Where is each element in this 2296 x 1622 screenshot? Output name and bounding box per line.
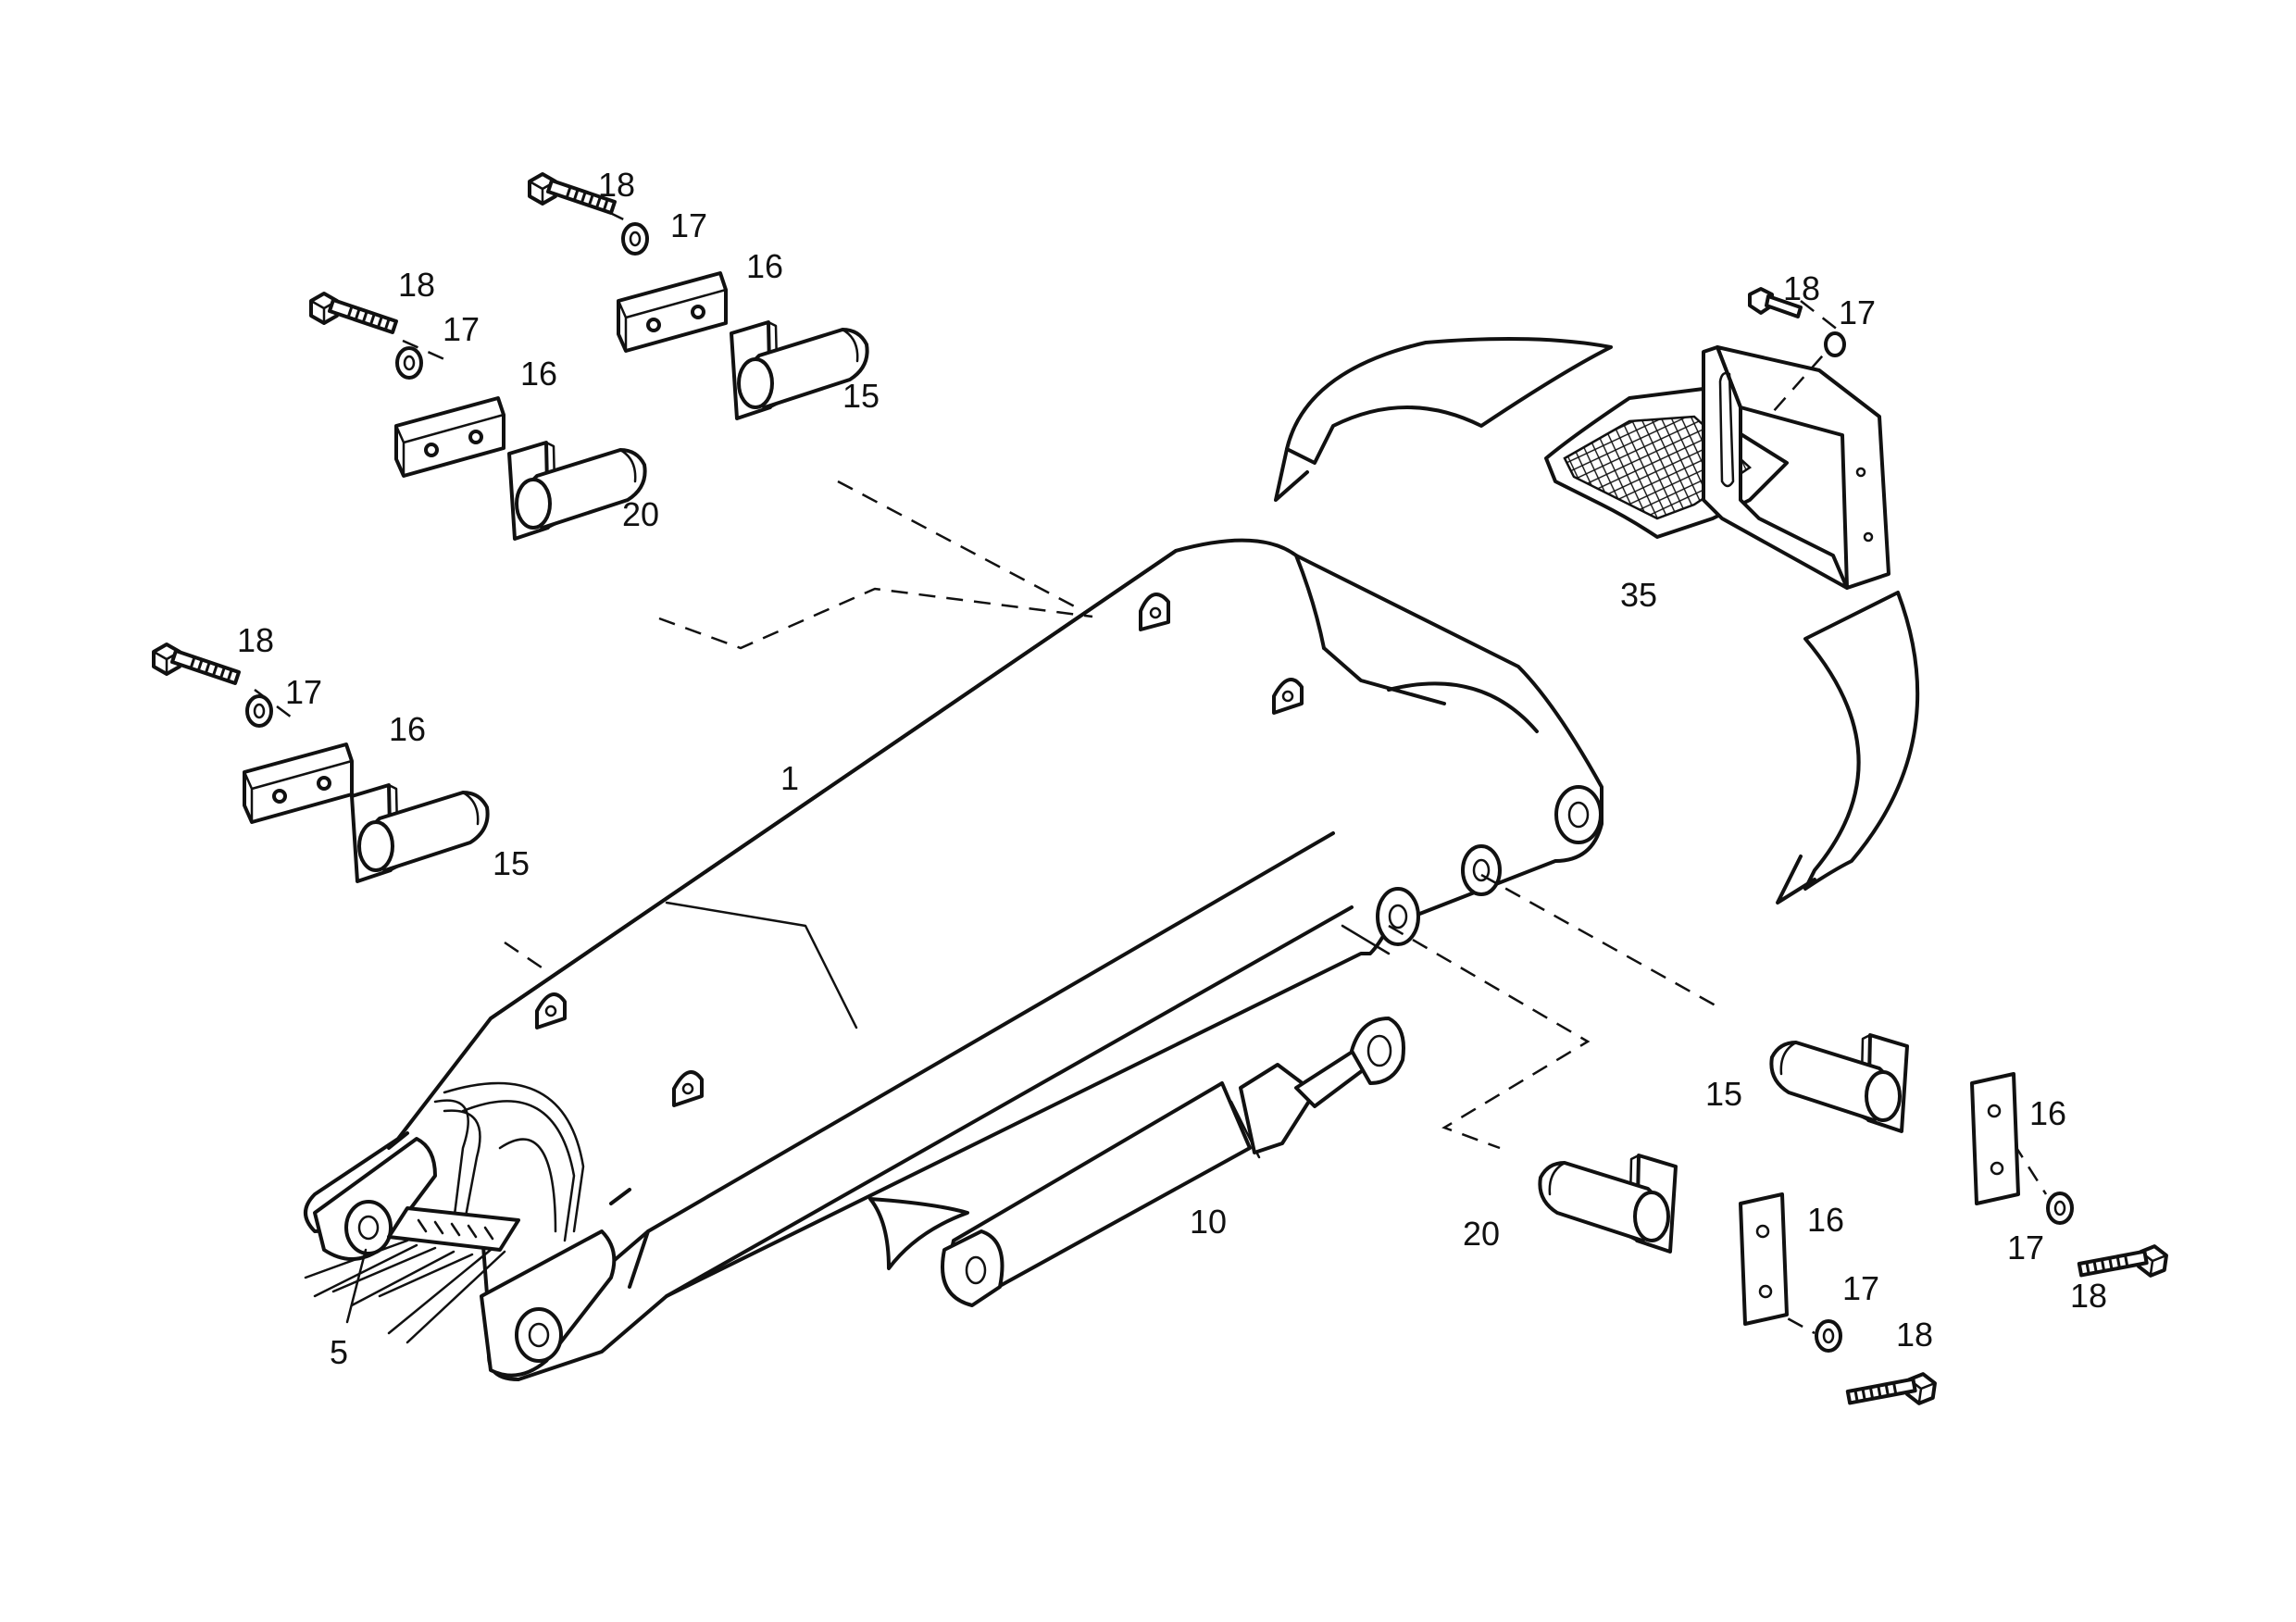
- hardware-right-lower: [1739, 1192, 1939, 1416]
- label-pin-left: 15: [493, 844, 530, 882]
- pin-right: [1769, 1033, 1909, 1133]
- curved-arrow-top: [1274, 337, 1613, 502]
- label-washer-f: 17: [1842, 1269, 1879, 1307]
- label-bolt-c: 18: [237, 621, 274, 659]
- pin-left: [350, 783, 490, 883]
- label-plate-e: 16: [1807, 1201, 1844, 1239]
- label-bolt-a: 18: [598, 166, 635, 204]
- label-bolt-f: 18: [1896, 1316, 1933, 1354]
- label-plate-a: 16: [746, 247, 783, 285]
- label-washer-c: 17: [285, 673, 322, 711]
- small-arrow: [868, 1197, 969, 1270]
- label-plate-c: 16: [389, 710, 426, 748]
- label-bolt-e: 18: [2070, 1277, 2107, 1315]
- label-washer-e: 17: [2007, 1229, 2044, 1266]
- label-step: 35: [1620, 576, 1657, 614]
- callout-labels: 1 5 10 15 15 15 20 20 16 16 16 16 16 17 …: [237, 166, 2107, 1371]
- label-harness: 5: [330, 1333, 348, 1371]
- label-washer-b: 17: [443, 310, 480, 348]
- label-pin-right: 15: [1705, 1075, 1742, 1113]
- label-washer-d: 17: [1839, 293, 1876, 331]
- label-washer-a: 17: [670, 206, 707, 244]
- label-plate-d: 16: [2029, 1094, 2066, 1132]
- hardware-step: [1748, 287, 1846, 357]
- label-pin-right-lower: 20: [1463, 1215, 1500, 1253]
- pin-right-lower: [1538, 1154, 1678, 1254]
- label-bolt-b: 18: [398, 266, 435, 304]
- label-pin-mid: 20: [622, 495, 659, 533]
- label-pin-upper: 15: [842, 377, 880, 415]
- label-plate-b: 16: [520, 355, 557, 393]
- access-step: [1544, 345, 1890, 590]
- hardware-right-upper: [1970, 1072, 2170, 1289]
- boom-arm: [304, 538, 1603, 1381]
- curved-arrow-right: [1776, 591, 1920, 905]
- label-bolt-d: 18: [1783, 269, 1820, 307]
- label-boom: 1: [780, 759, 799, 797]
- hydraulic-cylinder: [941, 1017, 1405, 1307]
- label-cylinder: 10: [1190, 1203, 1227, 1241]
- hose-harness: [304, 1206, 520, 1344]
- hardware-left: [152, 643, 354, 824]
